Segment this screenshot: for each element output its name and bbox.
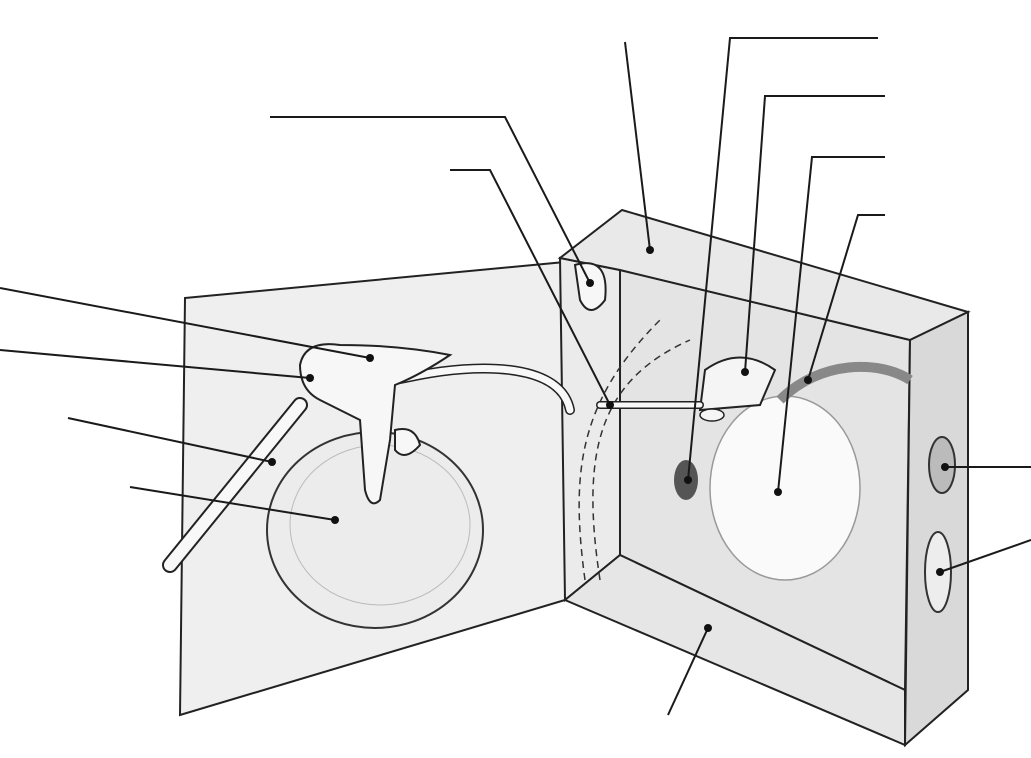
incus-process: [394, 428, 422, 456]
leader-line: [450, 169, 611, 406]
canal-prominence: [776, 361, 913, 404]
leader-dot: [684, 476, 692, 484]
leader-line: [777, 156, 885, 493]
leader-dot: [704, 624, 712, 632]
leader-line: [0, 349, 311, 379]
leader-lines: [0, 37, 1031, 716]
leader-dot: [268, 458, 276, 466]
leader-dot: [331, 516, 339, 524]
stapes-footplate: [699, 408, 725, 422]
leader-line: [939, 539, 1031, 573]
dashed-nerve-path-2: [578, 319, 661, 581]
leader-dot: [586, 279, 594, 287]
leader-line: [667, 627, 709, 716]
floor-face: [563, 553, 906, 747]
leader-dot: [306, 374, 314, 382]
leader-dot: [941, 463, 949, 471]
malleus: [298, 343, 453, 505]
leader-line: [687, 37, 878, 481]
ear-canal-tube-fill: [164, 399, 306, 571]
leader-line: [67, 417, 273, 463]
leader-dot: [646, 246, 654, 254]
leader-dot: [741, 368, 749, 376]
stapes: [698, 356, 777, 412]
leader-line: [0, 287, 371, 359]
leader-dot: [606, 401, 614, 409]
chorda-tympani-fill: [316, 364, 574, 414]
leader-line: [624, 41, 651, 251]
leader-line: [807, 214, 885, 381]
leader-dot: [366, 354, 374, 362]
leader-line: [744, 95, 885, 373]
leader-line: [129, 486, 336, 521]
right-side-face: [903, 310, 969, 748]
leader-dot: [774, 488, 782, 496]
leader-dot: [804, 376, 812, 384]
leader-line: [270, 116, 591, 284]
leader-dot: [936, 568, 944, 576]
leader-dots: [268, 246, 949, 632]
dashed-nerve-path: [592, 339, 691, 581]
